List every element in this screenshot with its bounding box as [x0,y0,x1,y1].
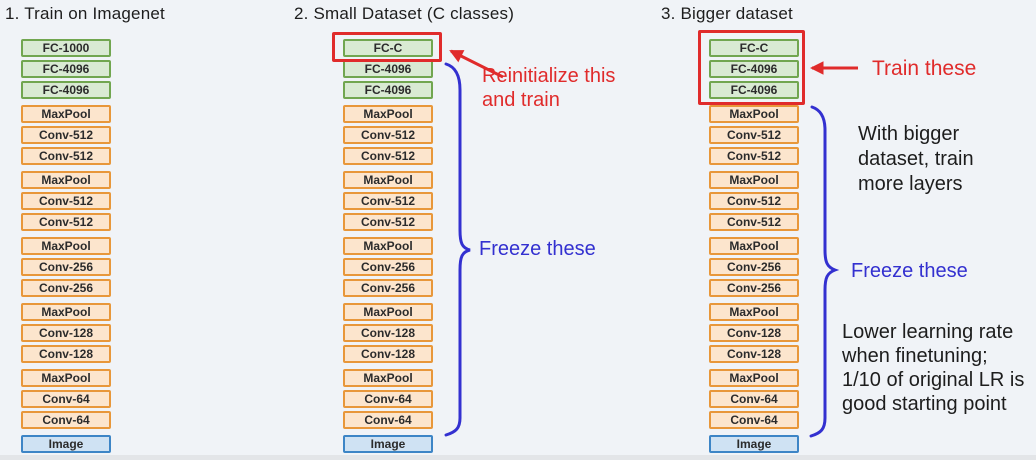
column-title-bigger-dataset: 3. Bigger dataset [661,4,793,23]
layer-box-conv-64: Conv-64 [709,390,799,408]
layer-box-conv-256: Conv-256 [709,258,799,276]
layer-box-fc-1000: FC-1000 [21,39,111,57]
bottom-edge-strip [0,455,1036,460]
layer-box-conv-512: Conv-512 [709,147,799,165]
reinitialize-label: Reinitialize this and train [482,65,616,111]
layer-box-conv-64: Conv-64 [343,390,433,408]
layer-box-fc-4096: FC-4096 [709,81,799,99]
layer-box-maxpool: MaxPool [709,237,799,255]
layer-box-conv-128: Conv-128 [343,324,433,342]
layer-box-conv-512: Conv-512 [21,213,111,231]
layer-box-maxpool: MaxPool [709,105,799,123]
bigger-dataset-note: With bigger dataset, train more layers [858,123,974,195]
layer-box-conv-128: Conv-128 [21,324,111,342]
layer-box-maxpool: MaxPool [21,105,111,123]
layer-box-conv-256: Conv-256 [21,258,111,276]
layer-box-conv-512: Conv-512 [21,147,111,165]
layer-box-maxpool: MaxPool [343,303,433,321]
learning-rate-note: Lower learning rate when finetuning; 1/1… [842,321,1025,415]
reinitialize-highlight-rect [332,32,442,62]
layer-box-conv-256: Conv-256 [343,258,433,276]
layer-box-conv-64: Conv-64 [709,411,799,429]
layer-box-maxpool: MaxPool [343,171,433,189]
layer-box-fc-4096: FC-4096 [709,60,799,78]
layer-box-image: Image [21,435,111,453]
column-title-small-dataset: 2. Small Dataset (C classes) [294,4,515,23]
layer-box-maxpool: MaxPool [343,369,433,387]
layer-box-conv-512: Conv-512 [709,213,799,231]
layer-box-conv-64: Conv-64 [21,411,111,429]
layer-box-fc-c: FC-C [343,39,433,57]
layer-box-conv-128: Conv-128 [709,324,799,342]
layer-box-conv-128: Conv-128 [709,345,799,363]
layer-box-fc-4096: FC-4096 [343,81,433,99]
layer-box-maxpool: MaxPool [343,237,433,255]
layer-box-conv-512: Conv-512 [709,192,799,210]
freeze-these-label-bigger-dataset: Freeze these [851,260,968,282]
train-these-label: Train these [872,57,977,80]
layer-group: Image [709,435,799,453]
freeze-brace-small-dataset [444,62,471,437]
layer-box-maxpool: MaxPool [709,171,799,189]
layer-box-conv-64: Conv-64 [21,390,111,408]
layer-box-conv-512: Conv-512 [343,213,433,231]
layer-box-conv-64: Conv-64 [343,411,433,429]
layer-box-maxpool: MaxPool [21,237,111,255]
layer-box-maxpool: MaxPool [21,303,111,321]
layer-box-image: Image [343,435,433,453]
layer-box-conv-512: Conv-512 [343,147,433,165]
layer-box-conv-256: Conv-256 [709,279,799,297]
layer-box-fc-4096: FC-4096 [21,60,111,78]
layer-box-maxpool: MaxPool [709,369,799,387]
layer-box-maxpool: MaxPool [343,105,433,123]
layer-box-fc-c: FC-C [709,39,799,57]
layer-box-conv-512: Conv-512 [343,126,433,144]
layer-box-conv-512: Conv-512 [21,126,111,144]
layer-box-fc-4096: FC-4096 [21,81,111,99]
layer-box-conv-128: Conv-128 [21,345,111,363]
layer-box-conv-256: Conv-256 [343,279,433,297]
layer-box-conv-512: Conv-512 [343,192,433,210]
layer-group: Image [21,435,111,453]
layer-group: Image [343,435,433,453]
layer-box-conv-512: Conv-512 [21,192,111,210]
train-these-highlight-rect [698,30,805,105]
layer-box-conv-512: Conv-512 [709,126,799,144]
freeze-these-label-small-dataset: Freeze these [479,238,596,260]
layer-box-image: Image [709,435,799,453]
layer-box-maxpool: MaxPool [21,171,111,189]
layer-box-maxpool: MaxPool [709,303,799,321]
layer-box-conv-128: Conv-128 [343,345,433,363]
layer-box-fc-4096: FC-4096 [343,60,433,78]
freeze-brace-bigger-dataset [809,105,840,438]
layer-box-conv-256: Conv-256 [21,279,111,297]
column-title-train-imagenet: 1. Train on Imagenet [5,4,165,23]
layer-box-maxpool: MaxPool [21,369,111,387]
